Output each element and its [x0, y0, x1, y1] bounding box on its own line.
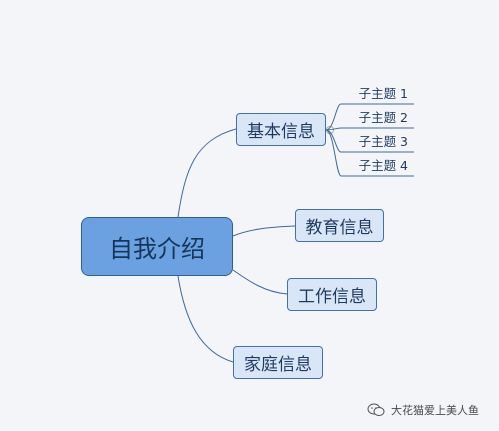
subtopic-3[interactable]: 子主题 3: [342, 132, 414, 152]
topic-basic-info[interactable]: 基本信息: [236, 113, 326, 146]
topic-label: 工作信息: [298, 287, 366, 307]
branch-line-work: [232, 269, 288, 295]
topic-label: 教育信息: [305, 218, 374, 238]
branch-line-basic: [177, 128, 237, 218]
topic-education-info[interactable]: 教育信息: [295, 209, 384, 242]
branch-line-education: [232, 225, 296, 237]
sub-line-4: [325, 129, 414, 177]
subtopic-label: 子主题 1: [358, 86, 408, 101]
topic-label: 家庭信息: [244, 355, 312, 375]
subtopic-label: 子主题 2: [358, 110, 408, 125]
watermark-text: 大花猫爱上美人鱼: [391, 404, 479, 417]
sub-line-2: [325, 127, 414, 131]
wechat-icon: [367, 403, 385, 416]
central-topic[interactable]: 自我介绍: [81, 217, 233, 276]
topic-label: 基本信息: [247, 122, 315, 142]
subtopic-1[interactable]: 子主题 1: [342, 84, 414, 104]
subtopic-label: 子主题 3: [358, 134, 408, 149]
subtopic-4[interactable]: 子主题 4: [342, 156, 414, 176]
topic-family-info[interactable]: 家庭信息: [233, 346, 323, 379]
topic-work-info[interactable]: 工作信息: [287, 278, 377, 311]
central-topic-label: 自我介绍: [109, 235, 205, 263]
subtopic-label: 子主题 4: [358, 158, 408, 173]
sub-line-1: [325, 103, 414, 131]
watermark: 大花猫爱上美人鱼: [367, 401, 479, 419]
subtopic-2[interactable]: 子主题 2: [342, 108, 414, 128]
branch-line-family: [177, 275, 234, 363]
